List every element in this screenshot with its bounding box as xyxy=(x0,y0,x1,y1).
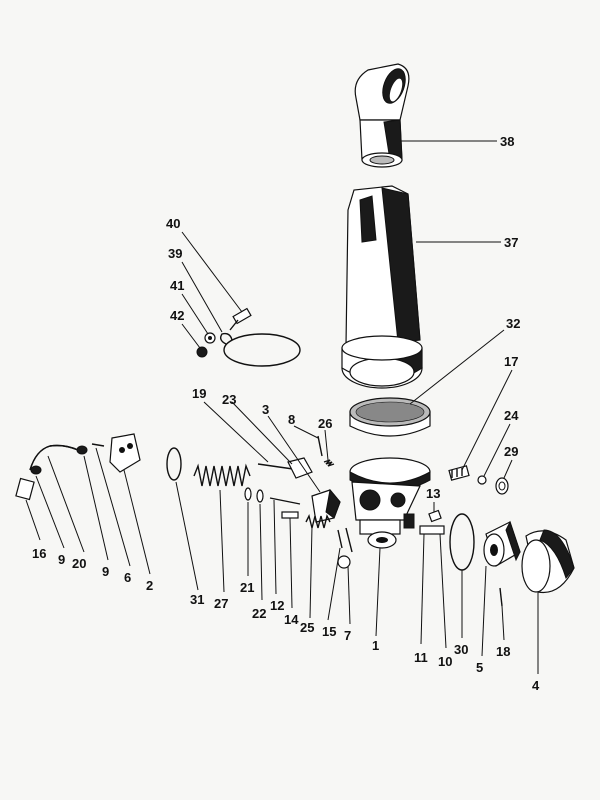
label-10: 10 xyxy=(438,654,452,669)
label-21: 21 xyxy=(240,580,254,595)
float-chamber-parts-11-10-30-5-18-4 xyxy=(419,513,575,607)
label-29: 29 xyxy=(504,444,518,459)
label-5: 5 xyxy=(476,660,483,675)
label-4: 4 xyxy=(532,678,540,693)
label-15: 15 xyxy=(322,624,336,639)
label-9a: 9 xyxy=(58,552,65,567)
label-3: 3 xyxy=(262,402,269,417)
label-31: 31 xyxy=(190,592,204,607)
label-16: 16 xyxy=(32,546,46,561)
label-2: 2 xyxy=(146,578,153,593)
label-18: 18 xyxy=(496,644,510,659)
label-13: 13 xyxy=(426,486,440,501)
label-1: 1 xyxy=(372,638,379,653)
label-41: 41 xyxy=(170,278,184,293)
label-23: 23 xyxy=(222,392,236,407)
label-14: 14 xyxy=(284,612,299,627)
label-27: 27 xyxy=(214,596,228,611)
label-30: 30 xyxy=(454,642,468,657)
pin-part-13 xyxy=(428,509,442,523)
label-6: 6 xyxy=(124,570,131,585)
label-7: 7 xyxy=(344,628,351,643)
label-9b: 9 xyxy=(102,564,109,579)
fuel-line-parts-16-9-20-6-2 xyxy=(15,433,141,501)
label-25: 25 xyxy=(300,620,314,635)
label-26: 26 xyxy=(318,416,332,431)
label-40: 40 xyxy=(166,216,180,231)
label-11: 11 xyxy=(414,650,428,665)
clamp-assembly-parts-39-42 xyxy=(196,307,301,367)
label-8: 8 xyxy=(288,412,295,427)
label-39: 39 xyxy=(168,246,182,261)
throttle-parts-19-23-3-8-26 xyxy=(257,435,341,523)
leader-lines xyxy=(25,140,539,674)
label-22: 22 xyxy=(252,606,266,621)
label-19: 19 xyxy=(192,386,206,401)
filter-element-part-32 xyxy=(349,397,431,437)
label-32: 32 xyxy=(506,316,520,331)
filter-housing-part-37 xyxy=(341,185,423,389)
label-42: 42 xyxy=(170,308,184,323)
needle-and-screw-parts-12-14-25-15-7 xyxy=(269,497,353,569)
spring-and-gasket-parts-31-27-21-22 xyxy=(166,447,264,503)
intake-elbow-part-38 xyxy=(354,63,410,168)
label-24: 24 xyxy=(504,408,519,423)
label-17: 17 xyxy=(504,354,518,369)
callout-labels: 38 37 32 40 39 41 42 17 24 29 19 23 3 8 … xyxy=(32,134,540,693)
label-12: 12 xyxy=(270,598,284,613)
label-38: 38 xyxy=(500,134,514,149)
hardware-parts-17-24-29 xyxy=(448,465,509,495)
label-20: 20 xyxy=(72,556,86,571)
label-37: 37 xyxy=(504,235,518,250)
carburettor-body-part-1 xyxy=(349,457,431,549)
